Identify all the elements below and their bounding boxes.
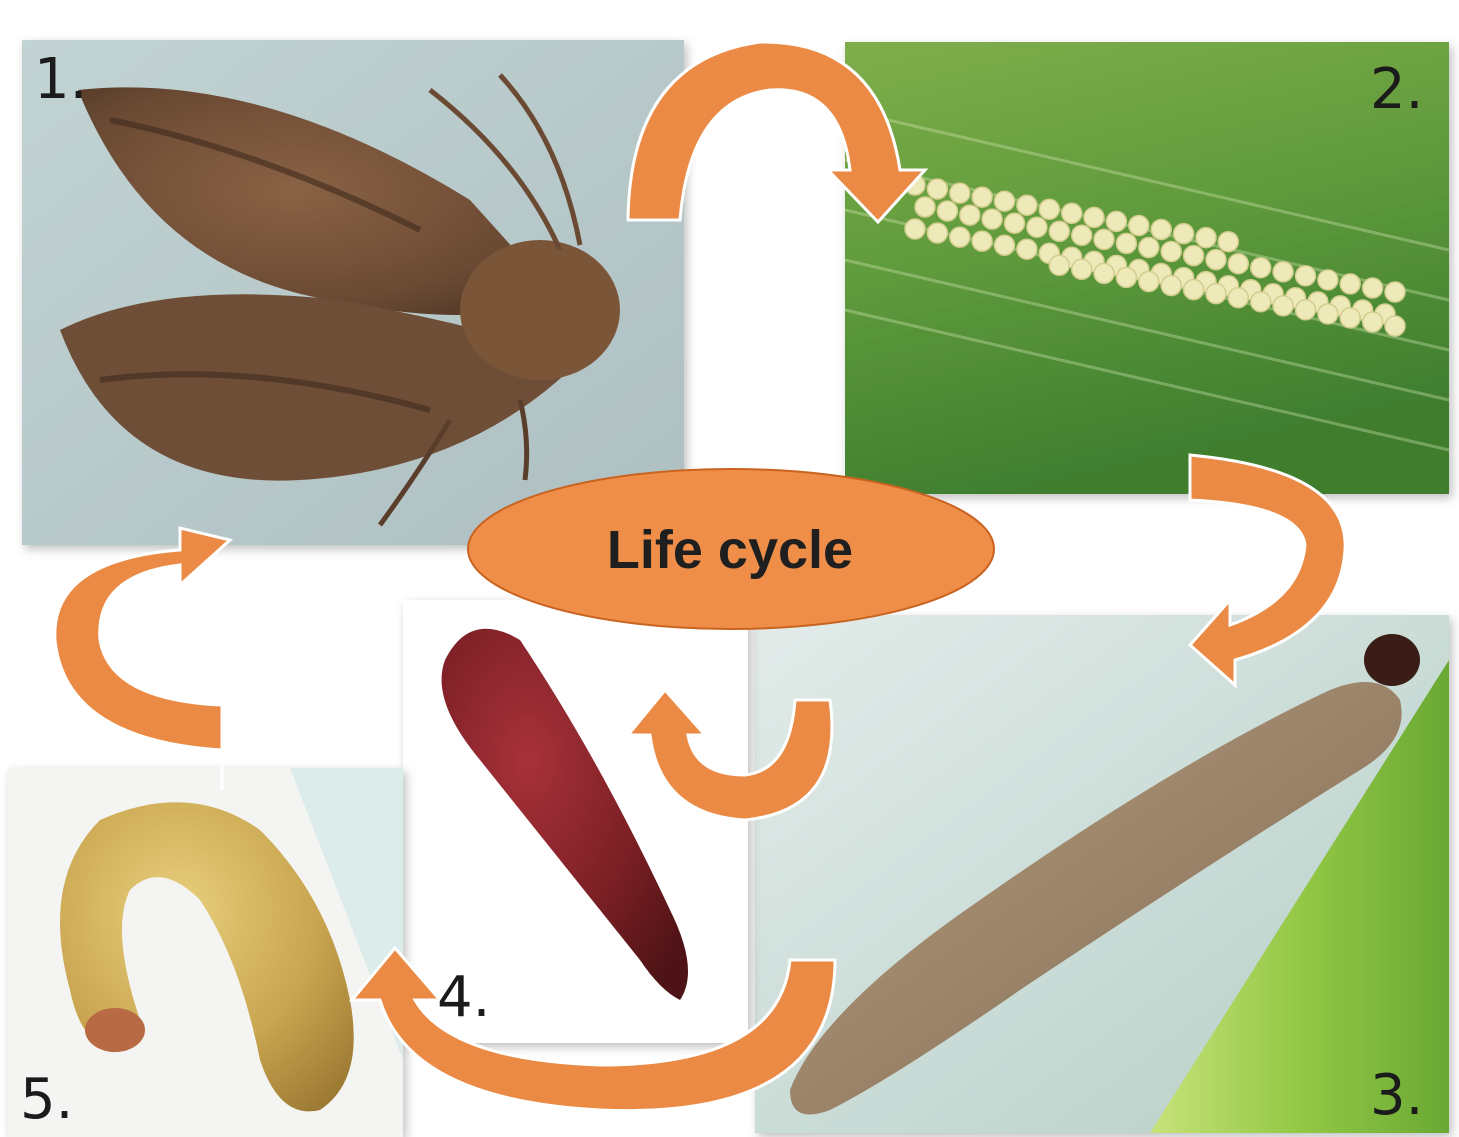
egg xyxy=(1296,266,1316,286)
stage-label-5: 5. xyxy=(20,1072,73,1128)
egg xyxy=(1039,199,1059,219)
egg xyxy=(1273,296,1293,316)
egg xyxy=(1218,232,1238,252)
egg xyxy=(960,205,980,225)
egg xyxy=(1116,233,1136,253)
egg xyxy=(950,183,970,203)
stage-3-larva-panel xyxy=(755,615,1449,1133)
egg xyxy=(927,223,947,243)
egg xyxy=(972,231,992,251)
stage-label-1: 1. xyxy=(34,52,87,108)
egg xyxy=(927,179,947,199)
egg xyxy=(1017,239,1037,259)
egg xyxy=(1062,203,1082,223)
egg xyxy=(1385,282,1405,302)
stage-label-2: 2. xyxy=(1370,62,1423,118)
egg xyxy=(1318,270,1338,290)
egg xyxy=(1206,284,1226,304)
egg xyxy=(1139,272,1159,292)
egg xyxy=(1161,276,1181,296)
egg xyxy=(1084,207,1104,227)
egg xyxy=(1206,250,1226,270)
stage-label-3: 3. xyxy=(1370,1068,1423,1124)
egg xyxy=(1174,224,1194,244)
stage-label-4: 4. xyxy=(437,970,490,1026)
egg xyxy=(1385,316,1405,336)
egg xyxy=(1072,259,1092,279)
egg xyxy=(905,219,925,239)
center-title: Life cycle xyxy=(470,510,990,590)
egg xyxy=(1228,288,1248,308)
egg xyxy=(1005,213,1025,233)
stage-1-moth-panel xyxy=(22,40,684,545)
egg xyxy=(937,201,957,221)
egg xyxy=(1340,274,1360,294)
egg xyxy=(1027,217,1047,237)
egg xyxy=(1363,312,1383,332)
egg xyxy=(1139,238,1159,258)
egg xyxy=(1161,242,1181,262)
egg xyxy=(1184,246,1204,266)
egg xyxy=(1273,262,1293,282)
egg xyxy=(995,235,1015,255)
egg xyxy=(995,191,1015,211)
stage-2-eggs-panel xyxy=(845,42,1449,494)
egg xyxy=(950,227,970,247)
egg xyxy=(1251,292,1271,312)
egg xyxy=(1116,267,1136,287)
egg xyxy=(1072,225,1092,245)
egg xyxy=(1129,216,1149,236)
egg xyxy=(1094,229,1114,249)
arrow-5-to-1 xyxy=(55,528,230,790)
egg xyxy=(1049,255,1069,275)
egg xyxy=(972,187,992,207)
egg xyxy=(915,197,935,217)
egg xyxy=(1196,228,1216,248)
egg xyxy=(1184,280,1204,300)
egg xyxy=(1094,263,1114,283)
egg xyxy=(1106,211,1126,231)
egg xyxy=(1363,278,1383,298)
egg xyxy=(1340,308,1360,328)
egg xyxy=(1228,254,1248,274)
egg xyxy=(1296,300,1316,320)
egg xyxy=(1017,195,1037,215)
egg xyxy=(1151,220,1171,240)
egg xyxy=(1318,304,1338,324)
egg xyxy=(1049,221,1069,241)
egg xyxy=(1251,258,1271,278)
egg xyxy=(982,209,1002,229)
